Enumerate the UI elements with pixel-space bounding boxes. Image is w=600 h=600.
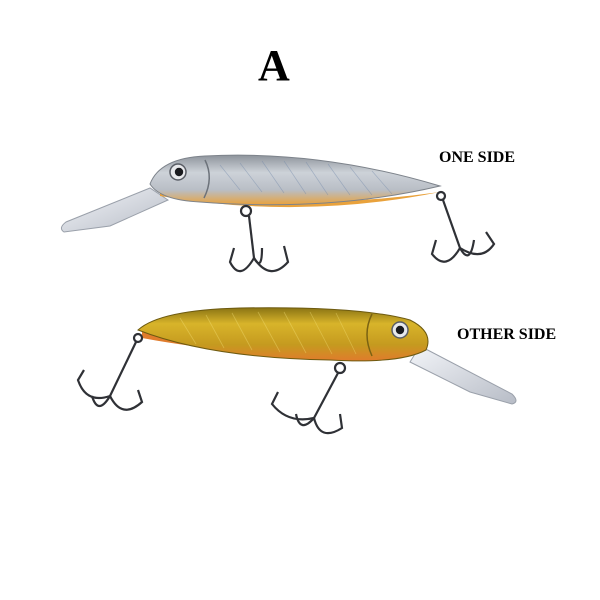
treble-hook-tail — [430, 190, 496, 263]
scale-pattern — [219, 160, 393, 196]
label-one-side: ONE SIDE — [439, 149, 516, 166]
treble-hook-tail — [76, 332, 144, 411]
treble-hook-belly — [270, 361, 347, 435]
label-other-side: OTHER SIDE — [457, 326, 557, 343]
lure-body — [137, 307, 429, 362]
diving-lip — [409, 345, 517, 405]
diving-lip — [60, 187, 170, 233]
treble-hook-belly — [228, 204, 290, 273]
lure-body — [149, 154, 442, 206]
scale-pattern — [179, 311, 357, 355]
variant-letter: A — [258, 41, 290, 90]
